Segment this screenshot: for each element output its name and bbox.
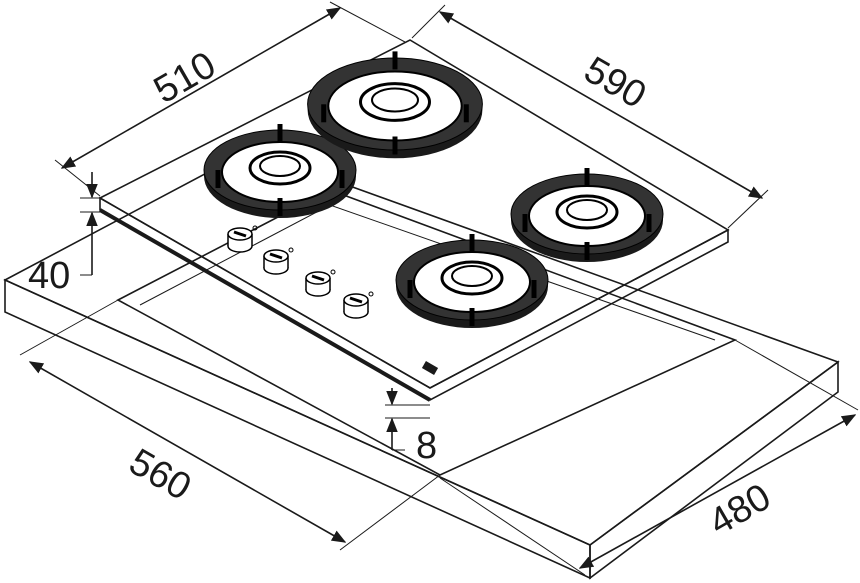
control-knob xyxy=(343,291,374,319)
dim-590-label: 590 xyxy=(577,49,653,117)
dimension-8: 8 xyxy=(385,388,437,467)
dim-8-label: 8 xyxy=(416,425,437,467)
dimension-40: 40 xyxy=(28,172,100,297)
dimension-480: 480 xyxy=(439,339,859,576)
dim-40-label: 40 xyxy=(28,255,70,297)
burner xyxy=(307,51,483,159)
dimension-560: 560 xyxy=(19,299,441,551)
control-knob xyxy=(263,247,294,275)
burner xyxy=(395,234,549,328)
dim-510-label: 510 xyxy=(147,44,223,112)
control-knob xyxy=(227,225,258,253)
brand-logo xyxy=(421,361,439,375)
burner xyxy=(510,168,664,262)
knobs xyxy=(227,225,374,319)
control-knob xyxy=(305,269,336,297)
